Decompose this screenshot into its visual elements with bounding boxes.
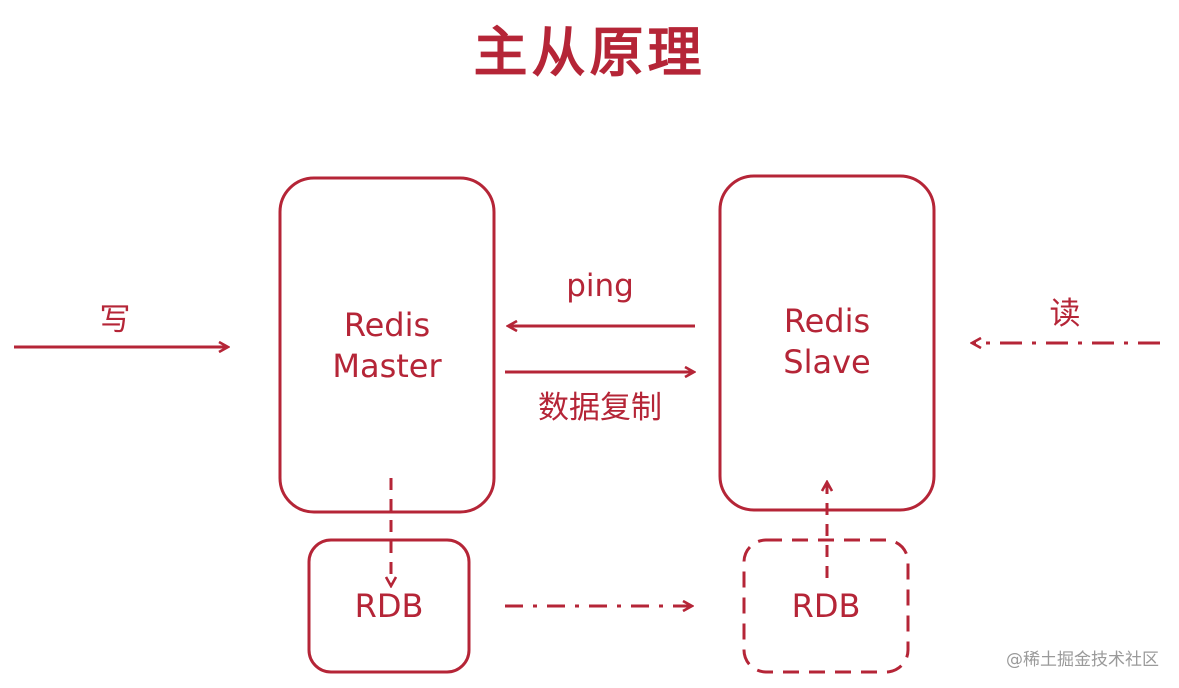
- redis-slave-line1: Redis: [783, 302, 871, 340]
- replication-label: 数据复制: [538, 390, 662, 426]
- slave-rdb-node[interactable]: [742, 538, 910, 674]
- redis-slave-label: Redis Slave: [720, 301, 934, 383]
- write-label: 写: [99, 302, 131, 338]
- diagram-title: 主从原理: [473, 21, 706, 84]
- redis-master-label: Redis Master: [280, 305, 494, 387]
- redis-slave-line2: Slave: [783, 343, 871, 381]
- redis-master-line1: Redis: [343, 306, 431, 344]
- watermark: @稀土掘金技术社区: [1006, 650, 1159, 670]
- read-label: 读: [1049, 296, 1081, 332]
- redis-master-node[interactable]: [278, 176, 496, 514]
- ping-label: ping: [566, 268, 634, 304]
- master-rdb-node[interactable]: [307, 538, 471, 674]
- slave-rdb-label: RDB: [791, 587, 861, 625]
- redis-master-line2: Master: [332, 347, 442, 385]
- master-rdb-label: RDB: [354, 587, 424, 625]
